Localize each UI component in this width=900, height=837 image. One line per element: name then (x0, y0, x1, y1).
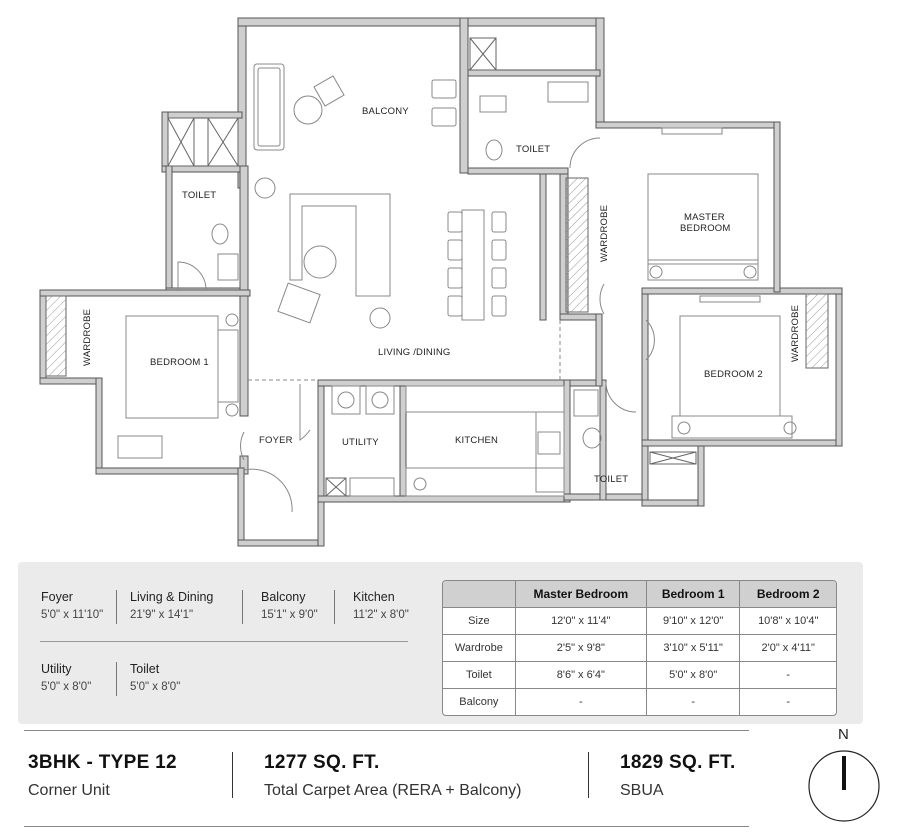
row-label: Wardrobe (443, 634, 515, 661)
divider (588, 752, 589, 798)
label-kitchen: KITCHEN (455, 435, 498, 446)
table-cell: 3'10" x 5'11" (645, 634, 740, 661)
table-cell: 2'0" x 4'11" (739, 634, 836, 661)
dim-title: Balcony (261, 590, 306, 604)
dim-value: 5'0" x 8'0" (41, 681, 92, 693)
dim-value: 5'0" x 8'0" (130, 681, 181, 693)
dim-title: Kitchen (353, 590, 395, 604)
dim-title: Toilet (130, 662, 160, 676)
unit-descriptor: Corner Unit (28, 782, 110, 799)
label-wardrobe-bed2: WARDROBE (790, 305, 801, 362)
footer-bottom-rule (24, 826, 749, 827)
dim-value: 21'9" x 14'1" (130, 609, 194, 621)
north-arrow-icon (808, 750, 880, 822)
sbua-label: SBUA (620, 782, 664, 799)
divider (232, 752, 233, 798)
table-header-cell (443, 581, 515, 607)
dim-title: Utility (41, 662, 72, 676)
divider (116, 662, 117, 696)
table-cell: 12'0" x 11'4" (514, 607, 646, 634)
unit-type: 3BHK - TYPE 12 (28, 752, 177, 773)
label-balcony: BALCONY (362, 106, 409, 117)
label-foyer: FOYER (259, 435, 293, 446)
dim-balcony: Balcony 15'1" x 9'0" (261, 590, 318, 621)
dim-living-dining: Living & Dining 21'9" x 14'1" (130, 590, 213, 621)
table-cell: 8'6" x 6'4" (514, 661, 646, 688)
divider (242, 590, 243, 624)
dim-foyer: Foyer 5'0" x 11'10" (41, 590, 103, 621)
footer-top-rule (24, 730, 749, 731)
table-row: Size 12'0" x 11'4" 9'10" x 12'0" 10'8" x… (443, 607, 836, 634)
divider (40, 641, 408, 642)
outer-walls (39, 17, 843, 547)
floor-plan: BALCONY TOILET TOILET MASTER BEDROOM WAR… (39, 17, 843, 547)
dim-kitchen: Kitchen 11'2" x 8'0" (353, 590, 409, 621)
table-row: Toilet 8'6" x 6'4" 5'0" x 8'0" - (443, 661, 836, 688)
label-toilet-bed2: TOILET (594, 474, 628, 485)
divider (334, 590, 335, 624)
dim-value: 11'2" x 8'0" (353, 609, 409, 621)
row-label: Size (443, 607, 515, 634)
row-label: Toilet (443, 661, 515, 688)
divider (116, 590, 117, 624)
table-cell: 5'0" x 8'0" (645, 661, 740, 688)
label-wardrobe-left: WARDROBE (82, 309, 93, 366)
dim-title: Living & Dining (130, 590, 214, 604)
label-toilet-top: TOILET (516, 144, 550, 155)
label-utility: UTILITY (342, 437, 379, 448)
sbua-area: 1829 SQ. FT. (620, 752, 736, 773)
label-living-dining: LIVING /DINING (378, 347, 450, 358)
north-label: N (838, 726, 849, 743)
table-cell: - (739, 688, 836, 715)
label-wardrobe-master: WARDROBE (599, 205, 610, 262)
carpet-area: 1277 SQ. FT. (264, 752, 380, 773)
table-cell: - (645, 688, 740, 715)
label-master-bedroom-2: BEDROOM (680, 223, 731, 234)
table-header-cell: Bedroom 2 (739, 581, 836, 607)
label-bedroom1: BEDROOM 1 (150, 357, 209, 368)
table-header-cell: Bedroom 1 (645, 581, 740, 607)
dim-value: 5'0" x 11'10" (41, 609, 104, 621)
bedroom-spec-table: Master Bedroom Bedroom 1 Bedroom 2 Size … (442, 580, 837, 716)
label-bedroom2: BEDROOM 2 (704, 369, 763, 380)
dim-value: 15'1" x 9'0" (261, 609, 318, 621)
table-cell: 9'10" x 12'0" (645, 607, 740, 634)
table-cell: - (514, 688, 646, 715)
table-cell: 2'5" x 9'8" (514, 634, 646, 661)
row-label: Balcony (443, 688, 515, 715)
label-master-bedroom-1: MASTER (684, 212, 725, 223)
dim-toilet: Toilet 5'0" x 8'0" (130, 662, 180, 693)
wardrobe-bed2-hatch (805, 293, 829, 369)
carpet-area-label: Total Carpet Area (RERA + Balcony) (264, 782, 522, 799)
table-header-row: Master Bedroom Bedroom 1 Bedroom 2 (443, 581, 836, 607)
table-row: Balcony - - - (443, 688, 836, 715)
wardrobe-master-hatch (565, 177, 589, 313)
furniture (117, 63, 797, 513)
dim-title: Foyer (41, 590, 73, 604)
dim-utility: Utility 5'0" x 8'0" (41, 662, 91, 693)
table-row: Wardrobe 2'5" x 9'8" 3'10" x 5'11" 2'0" … (443, 634, 836, 661)
wardrobe-left-hatch (45, 295, 67, 377)
table-cell: - (739, 661, 836, 688)
table-cell: 10'8" x 10'4" (739, 607, 836, 634)
label-toilet-left: TOILET (182, 190, 216, 201)
table-header-cell: Master Bedroom (514, 581, 646, 607)
